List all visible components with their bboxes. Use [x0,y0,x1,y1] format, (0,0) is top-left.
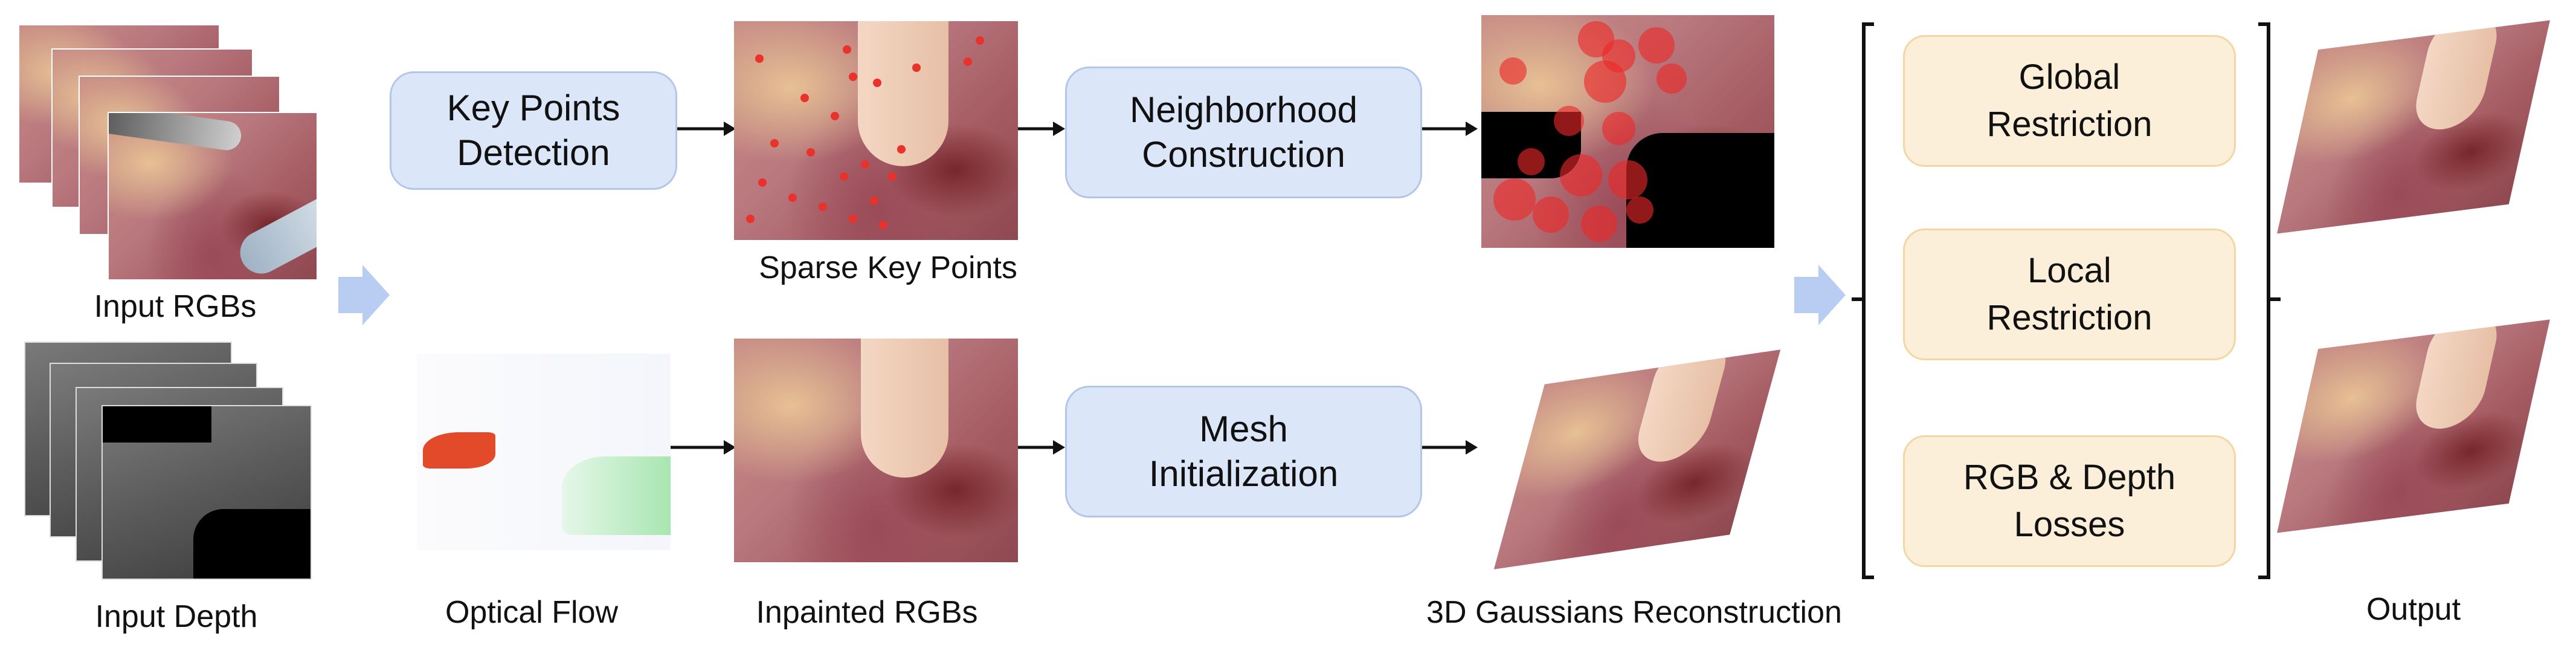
gaussian-blob [1626,196,1653,224]
output-label: Output [2366,592,2461,627]
surgical-tool [858,21,948,166]
gaussian-blob [1584,60,1626,103]
neighborhood-construction-box: Neighborhood Construction [1065,66,1422,198]
key-points-detection-line2: Detection [457,132,610,173]
local-restriction-box: Local Restriction [1903,229,2236,360]
key-points-detection-line1: Key Points [446,88,620,128]
gaussian-blob [1638,27,1675,63]
key-point [861,160,869,169]
input-rgb-frame-front [108,112,318,281]
flow-region [423,432,495,469]
key-point [976,36,984,45]
gaussian-blob [1560,154,1602,196]
key-point [800,94,809,102]
key-point [746,215,755,223]
rgbd-line2: Losses [2014,505,2125,544]
right-bracket [2258,22,2270,579]
depth-mask-region [103,406,211,443]
reconstruction-label: 3D Gaussians Reconstruction [1426,595,1842,630]
key-point [755,54,764,63]
global-restriction-box: Global Restriction [1903,35,2236,167]
flow-arrow-reconstruction [1794,265,1846,325]
local-line1: Local [2027,251,2111,290]
key-point [897,145,906,154]
gaussian-blob [1608,160,1647,199]
neighborhood-line2: Construction [1142,134,1345,175]
rgb-depth-losses-box: RGB & Depth Losses [1903,435,2236,567]
flow-region [562,456,671,535]
key-point [819,203,827,211]
tool-mask [1626,133,1774,248]
surgical-tool [2409,319,2504,433]
input-rgbs-label: Input RGBs [94,289,257,324]
inpainted-rgbs-label: Inpainted RGBs [756,595,978,630]
depth-mask-region [193,509,311,579]
gaussian-blob [1602,112,1635,145]
input-depth-label: Input Depth [95,599,258,634]
key-point [873,79,881,87]
surgical-tool [2409,20,2504,134]
rgbd-line1: RGB & Depth [1963,458,2176,497]
key-point [888,172,897,181]
gaussian-blob [1581,206,1617,242]
global-line2: Restriction [1986,105,2153,144]
global-line1: Global [2018,57,2120,97]
key-point [831,112,839,120]
inpainted-rgbs-image [734,339,1018,562]
key-point [849,73,857,81]
sparse-key-points-image [734,21,1018,240]
gaussian-blob [1533,196,1569,233]
mesh-line1: Mesh [1199,409,1288,449]
optical-flow-label: Optical Flow [445,595,619,630]
output-surface-bottom [2277,319,2550,533]
gaussian-blob [1493,178,1536,221]
gaussian-blob [1554,106,1584,136]
local-line2: Restriction [1986,298,2153,337]
left-bracket [1862,22,1874,579]
key-point [843,45,851,54]
optical-flow-image [417,354,671,550]
gaussian-blob [1499,57,1527,85]
flow-arrow-input [338,265,390,325]
input-depth-frame-front [101,405,312,580]
key-point [788,193,797,202]
output-surface-top [2277,20,2550,234]
key-point [879,221,887,229]
gaussian-blob [1657,63,1687,94]
key-point [807,148,815,157]
sparse-key-points-label: Sparse Key Points [759,250,1017,285]
key-point [870,196,878,205]
key-point [758,178,767,187]
key-points-detection-box: Key Points Detection [390,71,677,190]
key-point [964,57,972,66]
mesh-initialization-box: Mesh Initialization [1065,386,1422,517]
gaussian-blob [1518,148,1545,175]
neighborhood-line1: Neighborhood [1130,89,1357,130]
surgical-tool [861,339,948,478]
key-point [912,63,921,72]
gaussian-neighborhood-image [1481,15,1774,248]
key-point [849,215,857,223]
mesh-line2: Initialization [1148,453,1339,494]
key-point [840,172,848,181]
key-point [770,139,779,148]
